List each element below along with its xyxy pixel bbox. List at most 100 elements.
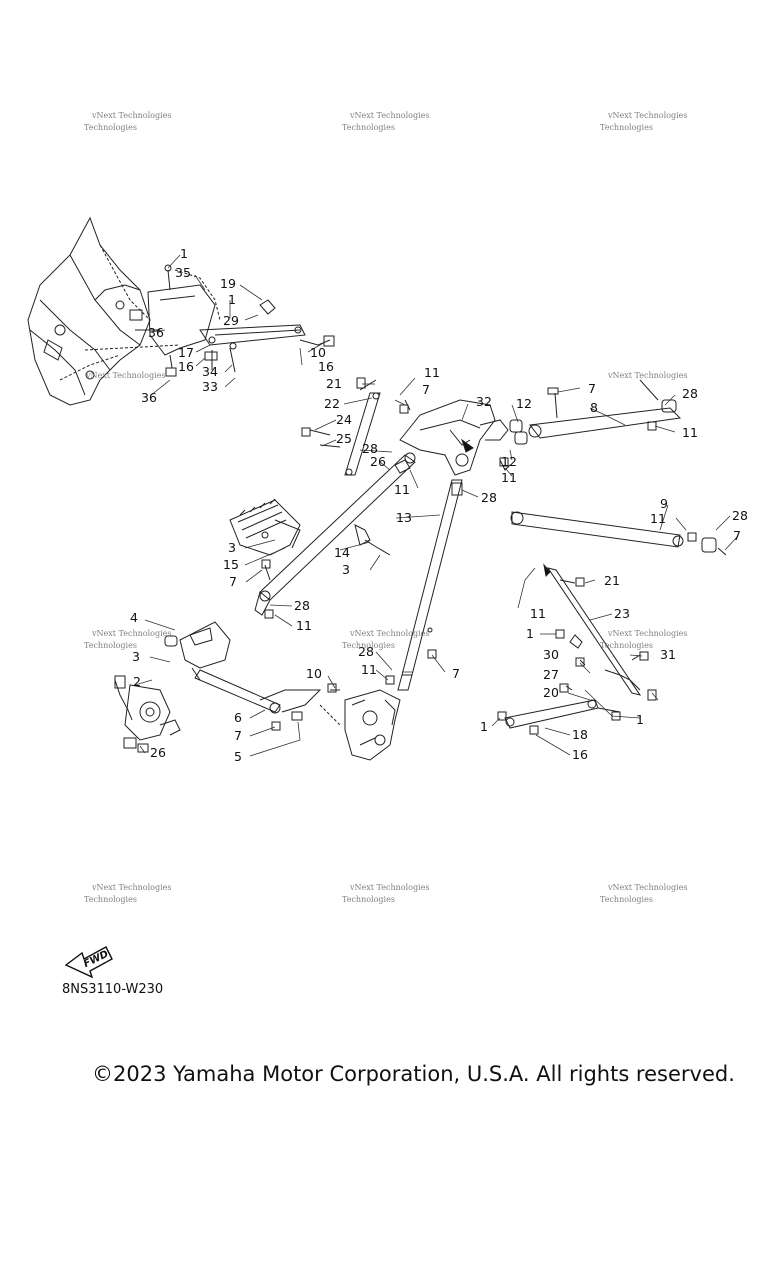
- callout-label: 7: [588, 381, 596, 396]
- arm-bar-8: [529, 407, 682, 439]
- callout-label: 34: [202, 364, 218, 379]
- motor-bracket-4: [179, 621, 231, 669]
- callout-label: 8: [590, 400, 598, 415]
- callout-label: 28: [294, 598, 310, 613]
- regulator-module: [229, 498, 301, 581]
- callout-label: 9: [660, 496, 668, 511]
- callout-label: 11: [650, 511, 666, 526]
- callout-label: 27: [543, 667, 559, 682]
- watermark-line1: vNext Technologies: [349, 629, 429, 638]
- callout-label: 31: [660, 647, 676, 662]
- watermark-line1: vNext Technologies: [607, 883, 687, 892]
- callout-label: 1: [526, 626, 534, 641]
- watermark-line2: Technologies: [600, 895, 653, 904]
- callout-label: 3: [132, 649, 140, 664]
- callout-label: 10: [306, 666, 322, 681]
- callout-label: 28: [358, 644, 374, 659]
- callout-label: 10: [310, 345, 326, 360]
- callout-label: 7: [234, 728, 242, 743]
- callout-label: 3: [342, 562, 350, 577]
- callout-label: 16: [178, 359, 194, 374]
- callout-label: 21: [604, 573, 620, 588]
- callout-label: 32: [476, 394, 492, 409]
- callout-label: 11: [361, 662, 377, 677]
- callout-label: 11: [682, 425, 698, 440]
- callout-label: 7: [452, 666, 460, 681]
- callout-label: 28: [481, 490, 497, 505]
- callout-label: 2: [133, 674, 141, 689]
- callout-label: 35: [175, 265, 191, 280]
- motor-assembly: [114, 675, 181, 753]
- callout-label: 16: [572, 747, 588, 762]
- callout-label: 11: [424, 365, 440, 380]
- callout-label: 19: [220, 276, 236, 291]
- bar-6: [194, 669, 281, 713]
- watermark-line1: vNext Technologies: [349, 111, 429, 120]
- callout-label: 20: [543, 685, 559, 700]
- bracket-plate: [147, 284, 216, 356]
- lower-engine-component: [344, 689, 401, 761]
- callout-label: 36: [148, 325, 164, 340]
- callout-label: 11: [530, 606, 546, 621]
- callout-label: 1: [228, 292, 236, 307]
- watermark-line1: vNext Technologies: [91, 629, 171, 638]
- callout-label: 7: [229, 574, 237, 589]
- upper-crossbar: [199, 324, 306, 346]
- bar-18: [504, 699, 599, 729]
- watermarks: vNext Technologies Technologies vNext Te…: [84, 111, 687, 904]
- callout-label: 11: [501, 470, 517, 485]
- watermark-line2: Technologies: [84, 123, 137, 132]
- callout-label: 11: [296, 618, 312, 633]
- callout-label: 21: [326, 376, 342, 391]
- watermark-line2: Technologies: [600, 123, 653, 132]
- callout-label: 25: [336, 431, 352, 446]
- callout-label: 7: [422, 382, 430, 397]
- callout-label: 1: [180, 246, 188, 261]
- callout-label: 24: [336, 412, 352, 427]
- callout-label: 26: [150, 745, 166, 760]
- callout-label: 12: [516, 396, 532, 411]
- watermark-line1: vNext Technologies: [85, 371, 165, 380]
- callout-label: 17: [178, 345, 194, 360]
- callout-label: 5: [234, 749, 242, 764]
- callout-label: 6: [234, 710, 242, 725]
- watermark-line1: vNext Technologies: [607, 629, 687, 638]
- callout-label: 12: [501, 454, 517, 469]
- callout-label: 18: [572, 727, 588, 742]
- watermark-line2: Technologies: [342, 123, 395, 132]
- callout-label: 28: [732, 508, 748, 523]
- callout-label: 30: [543, 647, 559, 662]
- callout-label: 7: [733, 528, 741, 543]
- callout-labels: 1 35 19 1 29 36 17 16 34 33 36 10 16 21 …: [130, 246, 748, 764]
- watermark-line1: vNext Technologies: [349, 883, 429, 892]
- leader-lines: [134, 254, 739, 757]
- callout-label: 16: [318, 359, 334, 374]
- bar-23: [546, 567, 642, 696]
- watermark-line2: Technologies: [342, 641, 395, 650]
- callout-label: 28: [362, 441, 378, 456]
- callout-label: 11: [394, 482, 410, 497]
- callout-label: 15: [223, 557, 239, 572]
- part-code: 8NS3110-W230: [62, 982, 163, 997]
- arm-bar-9: [511, 511, 681, 548]
- copyright-notice: ©2023 Yamaha Motor Corporation, U.S.A. A…: [92, 1062, 735, 1086]
- callout-label: 13: [396, 510, 412, 525]
- watermark-line2: Technologies: [342, 895, 395, 904]
- callout-label: 36: [141, 390, 157, 405]
- callout-label: 29: [223, 313, 239, 328]
- callout-label: 26: [370, 454, 386, 469]
- watermark-line1: vNext Technologies: [607, 371, 687, 380]
- callout-label: 22: [324, 396, 340, 411]
- fwd-arrow-icon: FWD: [64, 946, 113, 979]
- mount-bracket-32: [399, 399, 496, 476]
- watermark-line2: Technologies: [84, 895, 137, 904]
- watermark-line1: vNext Technologies: [91, 111, 171, 120]
- long-bar-13-left: [259, 454, 416, 601]
- watermark-line1: vNext Technologies: [91, 883, 171, 892]
- callout-label: 3: [228, 540, 236, 555]
- callout-label: 4: [130, 610, 138, 625]
- callout-label: 1: [480, 719, 488, 734]
- callout-label: 33: [202, 379, 218, 394]
- watermark-line2: Technologies: [84, 641, 137, 650]
